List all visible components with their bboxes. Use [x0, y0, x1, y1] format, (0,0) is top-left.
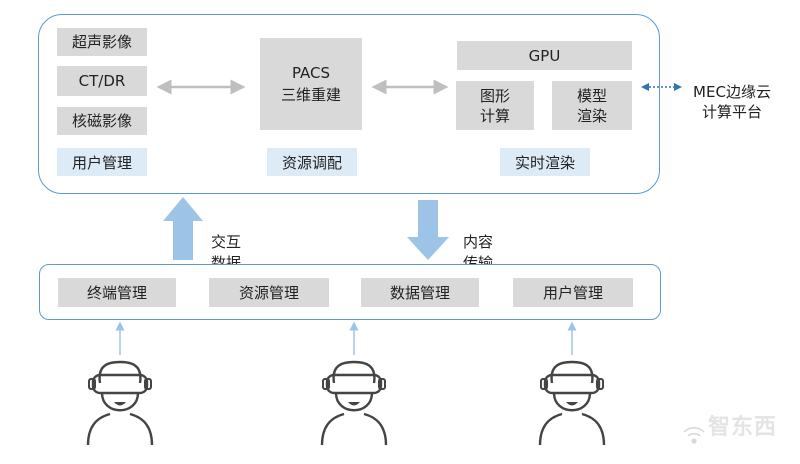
vr-user-icon — [320, 360, 388, 446]
mri-box: 核磁影像 — [57, 107, 147, 135]
down-arrow — [407, 200, 449, 260]
vr-user-icon — [538, 360, 606, 446]
realtime-render-label: 实时渲染 — [500, 148, 590, 176]
resource-management-box: 资源管理 — [209, 278, 329, 307]
user-management-box: 用户管理 — [513, 278, 633, 307]
vr-user-icon — [86, 360, 154, 446]
graphics-compute-box: 图形 计算 — [456, 81, 534, 130]
watermark-logo-icon — [683, 427, 705, 444]
gpu-box: GPU — [457, 41, 632, 70]
mec-label: MEC边缘云 计算平台 — [693, 83, 771, 121]
model-render-box: 模型 渲染 — [552, 81, 632, 130]
ultrasound-box: 超声影像 — [57, 28, 147, 56]
user-management-label: 用户管理 — [57, 148, 147, 176]
terminal-management-box: 终端管理 — [58, 278, 176, 307]
resource-allocation-label: 资源调配 — [267, 148, 357, 176]
data-management-box: 数据管理 — [361, 278, 479, 307]
watermark: 智东西 — [708, 415, 778, 440]
up-arrow — [163, 197, 203, 260]
ct-dr-box: CT/DR — [57, 66, 147, 96]
pacs-box: PACS 三维重建 — [260, 38, 362, 130]
